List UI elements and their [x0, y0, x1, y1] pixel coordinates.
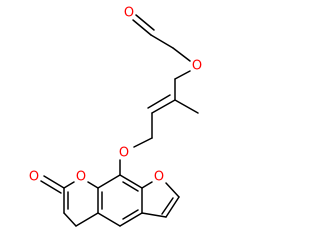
bond-pyran-2 — [63, 181, 75, 189]
ether-oxygen-label: O — [119, 146, 129, 161]
bond-acetyl-methyl — [150, 34, 174, 49]
bond-ring-6 — [97, 174, 121, 189]
bond-pyran-1 — [87, 181, 99, 189]
bond-c-methyl — [174, 99, 199, 114]
atom-labels: O O O O O O — [29, 6, 202, 185]
bond-carbonyl-double-a — [132, 19, 152, 36]
bond-carbonyl-double-b — [135, 14, 155, 31]
bond-ring-3 — [119, 212, 143, 227]
furan-oxygen-label: O — [154, 170, 164, 185]
ester-oxygen-label: O — [192, 59, 202, 74]
lactone-ring-oxygen-label: O — [76, 170, 86, 185]
bond-furan-2 — [165, 182, 180, 198]
bond-carbonyl-ester-o — [172, 47, 191, 62]
bond-ring-inner-1 — [122, 181, 139, 192]
bond-furan-3b — [161, 197, 174, 215]
bond-ring-inner-2 — [122, 209, 139, 220]
bond-ch2-ether-o — [133, 137, 153, 148]
bond-furan-3 — [165, 196, 180, 218]
bond-ring-4 — [97, 212, 121, 227]
bond-lactone-co-b — [40, 180, 62, 194]
bond-pyran-5 — [75, 212, 99, 227]
bond-alkene-a — [151, 99, 176, 114]
bond-furan-1 — [141, 181, 153, 189]
bond-lactone-co-a — [43, 175, 65, 189]
bond-ester-o-ch2 — [174, 70, 191, 80]
ester-carbonyl-oxygen-label: O — [124, 6, 134, 21]
lactone-carbonyl-oxygen-label: O — [29, 170, 39, 185]
bond-furan-4 — [141, 212, 167, 218]
bond-alkene-b — [147, 94, 171, 109]
bonds — [40, 14, 199, 227]
bond-pyran-4 — [63, 212, 77, 227]
structure-diagram: O O O O O O — [29, 6, 202, 227]
bond-ring-1 — [119, 174, 143, 189]
